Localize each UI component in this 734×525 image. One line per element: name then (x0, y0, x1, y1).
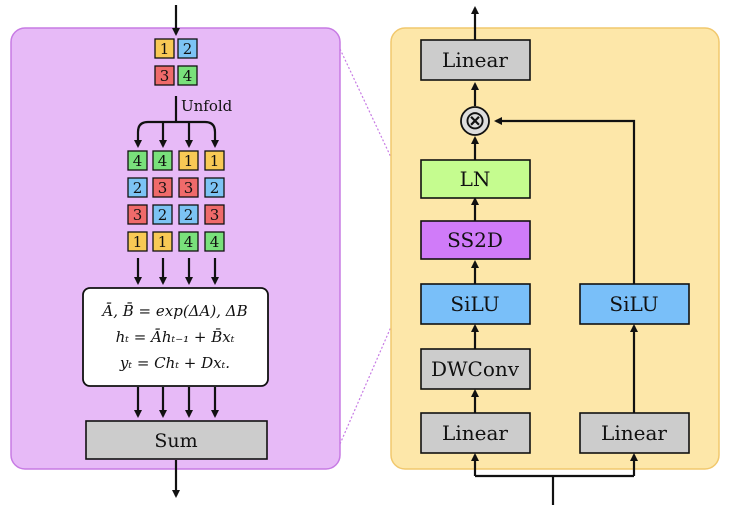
sequence-cell-label: 2 (133, 179, 143, 197)
input-cell (154, 38, 175, 59)
gate-path (494, 117, 636, 284)
sequence-cell-label: 1 (133, 233, 143, 251)
sequence-cell-label: 3 (133, 206, 143, 224)
silu-left-box (420, 283, 531, 325)
sequence-cell-label: 1 (184, 152, 194, 170)
sequence-cell-label: 3 (210, 206, 220, 224)
silu-right-box (579, 283, 690, 325)
sequence-cell-label: 4 (158, 152, 168, 170)
ln-box (420, 159, 531, 199)
sequence-cell-label: 4 (184, 233, 194, 251)
ss2d-box (420, 220, 531, 260)
linear-top-box (420, 39, 531, 81)
silu-right-label: SiLU (609, 292, 658, 316)
sequence-cell-label: 4 (133, 152, 143, 170)
linear-right-box (579, 412, 690, 454)
dwconv-box (420, 348, 531, 390)
sequence-cell (204, 204, 225, 225)
unfold-branch (136, 120, 217, 142)
sequence-cell-label: 1 (210, 152, 220, 170)
linear-right-label: Linear (601, 421, 667, 445)
ss2d-detail-panel (10, 27, 341, 470)
sequence-cell (178, 231, 199, 252)
multiply-icon: ⊗ (464, 106, 486, 136)
linear-left-box (420, 412, 531, 454)
input-cell (154, 65, 175, 86)
formula-line-3: yₜ = Chₜ + Dxₜ. (119, 354, 230, 372)
sequence-cell (152, 177, 173, 198)
input-cell-label: 3 (160, 67, 170, 85)
sequence-cell-label: 2 (158, 206, 168, 224)
sequence-cell (204, 150, 225, 171)
ss2d-label: SS2D (447, 228, 503, 252)
multiply-node (460, 106, 490, 136)
input-cell-label: 2 (183, 40, 193, 58)
sequence-cell (178, 177, 199, 198)
sum-box (85, 420, 268, 460)
sum-label: Sum (154, 430, 197, 452)
dwconv-label: DWConv (431, 357, 520, 381)
sequence-cell (152, 150, 173, 171)
sequence-cell-label: 4 (210, 233, 220, 251)
sequence-cell-label: 1 (158, 233, 168, 251)
sequence-cell (152, 231, 173, 252)
sequence-cell-label: 2 (210, 179, 220, 197)
silu-left-label: SiLU (450, 292, 499, 316)
sequence-cell-label: 3 (184, 179, 194, 197)
sequence-cell (178, 204, 199, 225)
input-cell (177, 38, 198, 59)
sequence-cell (204, 177, 225, 198)
linear-left-label: Linear (442, 421, 508, 445)
sequence-cell (204, 231, 225, 252)
sequence-cell (127, 231, 148, 252)
ssm-formula-box (82, 287, 269, 387)
linear-top-label: Linear (442, 48, 508, 72)
input-cell-label: 1 (160, 40, 170, 58)
unfold-label: Unfold (181, 97, 233, 115)
input-cell (177, 65, 198, 86)
sequence-cell (127, 177, 148, 198)
ln-label: LN (460, 167, 491, 191)
sequence-cell-label: 2 (184, 206, 194, 224)
sequence-cell (127, 204, 148, 225)
sequence-cell (152, 204, 173, 225)
sequence-cell-label: 3 (158, 179, 168, 197)
input-cell-label: 4 (183, 67, 193, 85)
sequence-cell (178, 150, 199, 171)
sequence-cell (127, 150, 148, 171)
formula-line-1: Ā, B̄ = exp(ΔA), ΔB (100, 302, 247, 320)
formula-line-2: hₜ = Āhₜ₋₁ + B̄xₜ (116, 328, 235, 346)
